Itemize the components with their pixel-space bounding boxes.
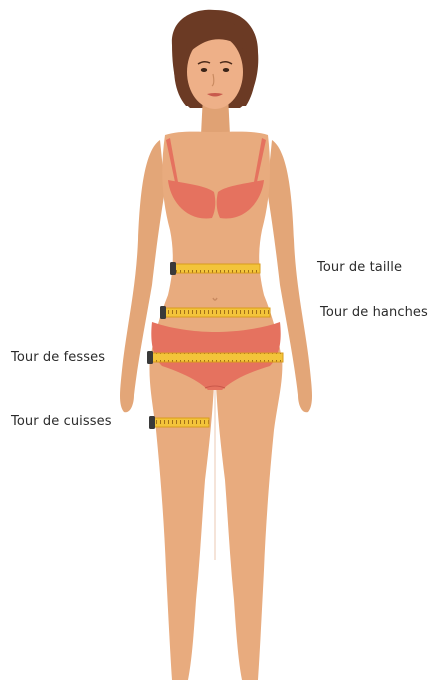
tape-buttocks (147, 351, 283, 364)
leg-left (149, 355, 215, 680)
buttocks-label: Tour de fesses (11, 350, 105, 365)
hips-label: Tour de hanches (320, 305, 428, 320)
tape-waist (170, 262, 260, 275)
thigh-label: Tour de cuisses (11, 414, 112, 429)
tape-thigh (149, 416, 209, 429)
eye-right (223, 68, 229, 72)
tape-hips (160, 306, 270, 319)
eye-left (201, 68, 207, 72)
torso (150, 132, 282, 360)
leg-right (215, 355, 282, 680)
waist-label: Tour de taille (317, 260, 402, 275)
